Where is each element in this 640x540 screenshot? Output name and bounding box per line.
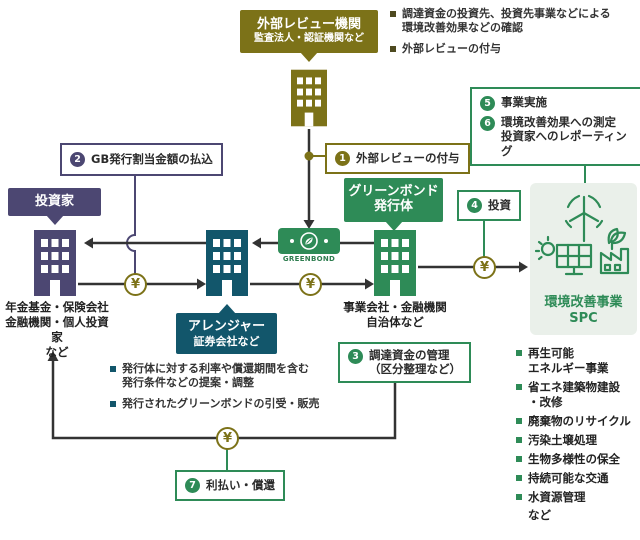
list-item: 水資源管理 xyxy=(516,490,640,505)
bullet-square-icon xyxy=(516,455,522,462)
investor-title: 投資家 xyxy=(34,193,74,209)
step2-label: GB発行割当金額の払込 xyxy=(91,152,213,167)
list-item: 生物多様性の保全 xyxy=(516,452,640,467)
spc-title-line2: SPC xyxy=(569,311,598,327)
spc-panel: 環境改善事業 SPC xyxy=(530,183,637,335)
dot-icon xyxy=(324,239,328,243)
bullet-square-icon xyxy=(516,417,522,424)
investor-label: 投資家 xyxy=(8,188,101,225)
bullet-text: 生物多様性の保全 xyxy=(528,451,620,466)
step5-row: 5 事業実施 xyxy=(480,95,547,111)
step6-number-icon: 6 xyxy=(480,116,495,131)
list-item: 再生可能 エネルギー事業 xyxy=(516,346,640,376)
step7-box: 7 利払い・償還 xyxy=(175,470,285,501)
bullet-square-icon xyxy=(390,11,396,17)
list-item: 持続可能な交通 xyxy=(516,471,640,486)
yen-icon: ¥ xyxy=(299,273,322,296)
dot-icon xyxy=(290,239,294,243)
bullet-square-icon xyxy=(516,474,522,481)
step2-number-icon: 2 xyxy=(70,152,85,167)
list-item: 省エネ建築物建設 ・改修 xyxy=(516,380,640,410)
bullet-text: 外部レビューの付与 xyxy=(402,41,501,55)
step5-6-box: 5 事業実施 6 環境改善効果への測定 投資家へのレポーティング xyxy=(470,87,640,167)
external-review-title: 外部レビュー機関 xyxy=(256,17,361,33)
greenbond-chip xyxy=(278,228,340,254)
bullet-square-icon xyxy=(516,436,522,443)
list-item: 調達資金の投資先、投資先事業などによる 環境改善効果などの確認 xyxy=(390,7,640,36)
bullet-text: 省エネ建築物建設 ・改修 xyxy=(528,379,620,409)
issuer-description: 事業会社・金融機関 自治体など xyxy=(343,300,447,329)
external-review-subtitle: 監査法人・認証機関など xyxy=(254,33,364,45)
yen-icon: ¥ xyxy=(124,273,147,296)
arranger-title: アレンジャー xyxy=(187,319,266,335)
issuer-title-line2: 発行体 xyxy=(373,199,413,214)
bullet-text: など xyxy=(528,508,551,523)
bullet-text: 廃棄物のリサイクル xyxy=(528,413,631,428)
step6-row: 6 環境改善効果への測定 投資家へのレポーティング xyxy=(480,115,632,158)
arranger-label: アレンジャー 証券会社など xyxy=(176,304,277,354)
list-item: など xyxy=(516,508,640,523)
list-item: 発行されたグリーンボンドの引受・販売 xyxy=(110,397,410,411)
step5-number-icon: 5 xyxy=(480,96,495,111)
bullet-text: 発行体に対する利率や償還期間を含む 発行条件などの提案・調整 xyxy=(122,362,309,390)
bullet-square-icon xyxy=(390,45,396,52)
spc-bullets: 再生可能 エネルギー事業 省エネ建築物建設 ・改修 廃棄物のリサイクル 汚染土壌… xyxy=(516,346,640,527)
leaf-icon xyxy=(300,232,318,250)
step1-label: 外部レビューの付与 xyxy=(356,151,460,166)
investor-building-icon xyxy=(34,230,76,296)
investor-description: 年金基金・保険会社 金融機関・個人投資家 など xyxy=(5,300,109,359)
bullet-text: 調達資金の投資先、投資先事業などによる 環境改善効果などの確認 xyxy=(402,7,611,35)
step1-box: 1 外部レビューの付与 xyxy=(325,143,470,174)
step4-box: 4 投資 xyxy=(457,190,521,221)
list-item: 汚染土壌処理 xyxy=(516,433,640,448)
bullet-square-icon xyxy=(516,383,522,390)
arranger-building-icon xyxy=(206,230,248,296)
step7-label: 利払い・償還 xyxy=(206,478,275,493)
bullet-text: 水資源管理 xyxy=(528,489,586,504)
arranger-bullets: 発行体に対する利率や償還期間を含む 発行条件などの提案・調整 発行されたグリーン… xyxy=(110,362,410,417)
bullet-square-icon xyxy=(110,400,116,407)
bullet-square-icon xyxy=(516,350,522,356)
step3-box: 3 調達資金の管理 （区分整理など） xyxy=(338,342,471,383)
spc-title-line1: 環境改善事業 xyxy=(544,295,623,310)
greenbond-badge-text: GREENBOND xyxy=(282,255,336,263)
arranger-subtitle: 証券会社など xyxy=(193,334,260,348)
bullet-text: 汚染土壌処理 xyxy=(528,432,597,447)
step4-label: 投資 xyxy=(488,198,511,213)
bullet-square-icon xyxy=(516,493,522,500)
issuer-label: グリーンボンド 発行体 xyxy=(344,178,443,231)
step6-label: 環境改善効果への測定 投資家へのレポーティング xyxy=(501,115,627,158)
issuer-title-line1: グリーンボンド xyxy=(348,184,439,200)
list-item: 廃棄物のリサイクル xyxy=(516,414,640,429)
step7-number-icon: 7 xyxy=(185,478,200,493)
list-item: 外部レビューの付与 xyxy=(390,42,640,56)
list-item: 発行体に対する利率や償還期間を含む 発行条件などの提案・調整 xyxy=(110,362,410,391)
step3-number-icon: 3 xyxy=(348,349,363,364)
step3-label: 調達資金の管理 （区分整理など） xyxy=(369,348,461,377)
step1-number-icon: 1 xyxy=(335,151,350,166)
bullet-text: 持続可能な交通 xyxy=(528,470,609,485)
bullet-square-icon xyxy=(110,366,116,372)
yen-icon: ¥ xyxy=(473,256,496,279)
bullet-text: 発行されたグリーンボンドの引受・販売 xyxy=(122,396,320,410)
step5-label: 事業実施 xyxy=(501,95,547,109)
step2-box: 2 GB発行割当金額の払込 xyxy=(60,143,223,176)
external-review-label: 外部レビュー機関 監査法人・認証機関など xyxy=(240,10,378,62)
step4-number-icon: 4 xyxy=(467,198,482,213)
external-review-building-icon xyxy=(291,69,327,127)
issuer-building-icon xyxy=(374,230,416,296)
spc-title: 環境改善事業 SPC xyxy=(544,295,622,328)
environment-project-icons xyxy=(534,194,629,276)
greenbond-certificate: GREENBOND xyxy=(278,228,340,263)
bullet-text: 再生可能 エネルギー事業 xyxy=(528,346,609,375)
external-review-bullets: 調達資金の投資先、投資先事業などによる 環境改善効果などの確認 外部レビューの付… xyxy=(390,7,640,62)
yen-icon: ¥ xyxy=(216,427,239,450)
